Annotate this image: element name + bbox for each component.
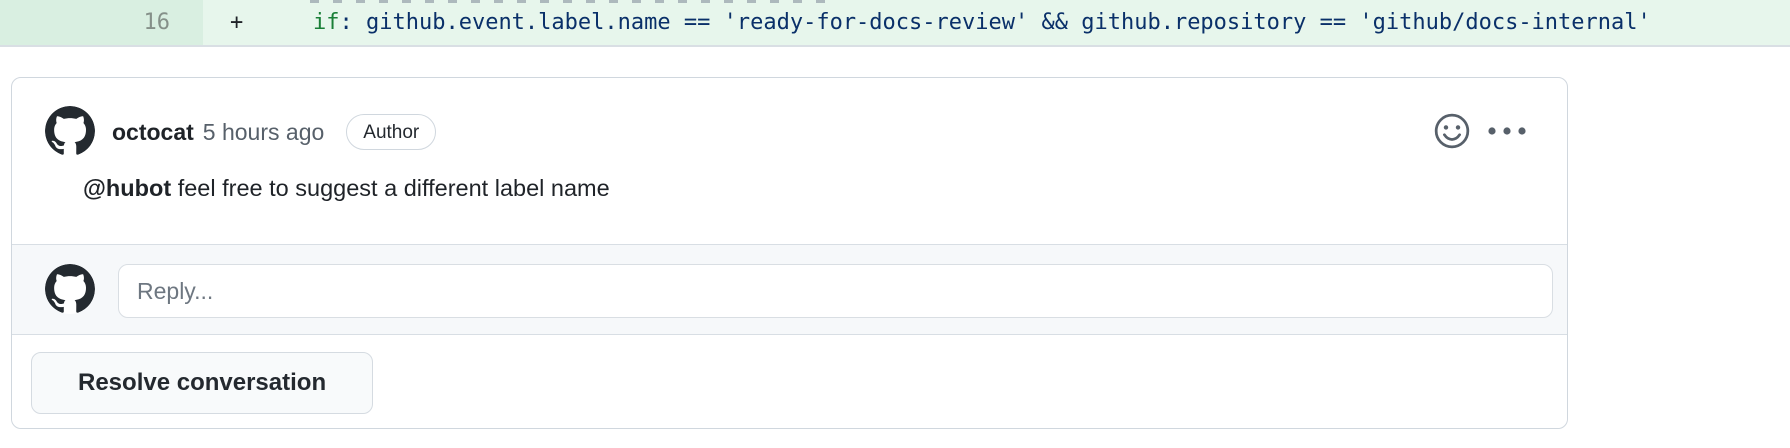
user-mention-link[interactable]: @hubot <box>83 175 172 201</box>
clipped-previous-code-line <box>310 0 830 3</box>
kebab-horizontal-icon <box>1488 127 1526 135</box>
diff-addition-marker: + <box>230 10 244 35</box>
smiley-icon <box>1434 113 1470 149</box>
diff-code-text: if: github.event.label.name == 'ready-fo… <box>313 0 1651 45</box>
comment-options-button[interactable] <box>1482 114 1532 148</box>
code-yaml-key: if <box>313 10 340 35</box>
diff-line-addition: 16 + if: github.event.label.name == 'rea… <box>0 0 1790 47</box>
octocat-mark-icon <box>45 106 95 155</box>
octocat-mark-icon <box>45 264 95 313</box>
comment-author-link[interactable]: octocat <box>112 118 194 145</box>
comment-body: @hubot feel free to suggest a different … <box>83 173 610 203</box>
reply-input[interactable] <box>118 264 1553 318</box>
diff-line-number-gutter: 16 <box>0 0 203 45</box>
avatar[interactable] <box>45 106 95 156</box>
resolve-section: Resolve conversation <box>12 336 1567 428</box>
comment-text: feel free to suggest a different label n… <box>171 175 610 201</box>
avatar <box>45 264 95 314</box>
code-yaml-value: : github.event.label.name == 'ready-for-… <box>339 10 1651 35</box>
comment-timestamp-link[interactable]: 5 hours ago <box>202 118 325 145</box>
reply-section <box>12 244 1567 335</box>
author-badge: Author <box>346 114 437 150</box>
resolve-conversation-button[interactable]: Resolve conversation <box>31 352 374 414</box>
comment-header: octocat 5 hours ago Author <box>112 113 437 151</box>
add-reaction-button[interactable] <box>1433 112 1471 150</box>
review-thread-card: octocat 5 hours ago Author @hubot feel f… <box>11 77 1568 429</box>
diff-line-number[interactable]: 16 <box>143 10 171 35</box>
